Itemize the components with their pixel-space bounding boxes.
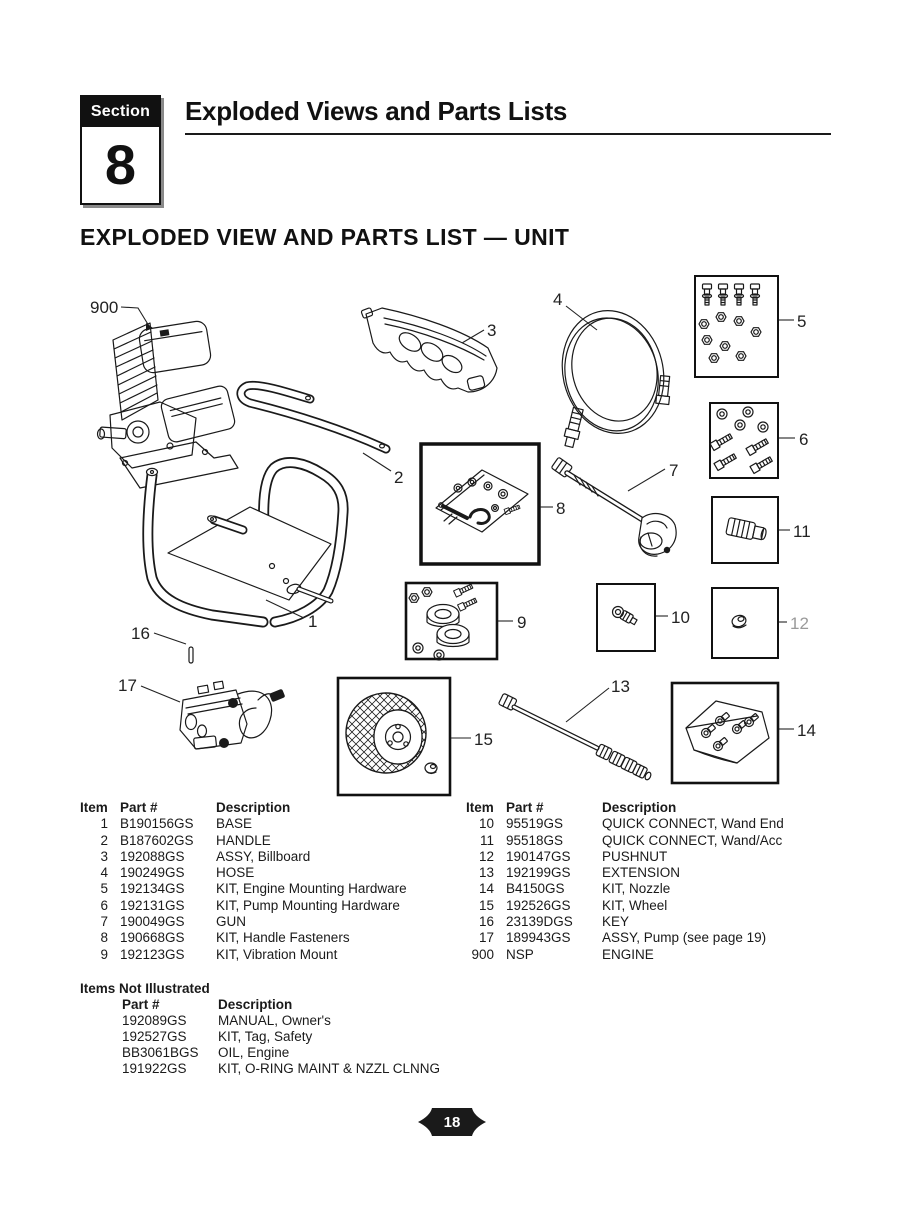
callout-label-17: 17 xyxy=(118,676,137,695)
col-header-part: Part # xyxy=(122,997,160,1012)
col-header-part: Part # xyxy=(120,800,158,815)
callout-label-6: 6 xyxy=(799,430,808,449)
quick-connect-wand-end-box: 10 xyxy=(596,583,690,652)
pushnut-box: 12 xyxy=(711,587,809,659)
kit-pump-mounting-box: 6 xyxy=(709,402,808,479)
chapter-title: Exploded Views and Parts Lists xyxy=(185,96,568,126)
callout-label-5: 5 xyxy=(797,312,806,331)
kit-vibration-mount-box: 9 xyxy=(404,581,526,661)
callout-label-10: 10 xyxy=(671,608,690,627)
parts-table-header: Item Part # Description xyxy=(80,800,455,816)
callout-label-4: 4 xyxy=(553,290,562,309)
engine-drawing xyxy=(96,320,239,489)
page-title: EXPLODED VIEW AND PARTS LIST — UNIT xyxy=(80,224,570,250)
section-box: Section 8 xyxy=(80,95,161,205)
billboard-drawing xyxy=(360,307,498,393)
kit-nozzle-box: 14 xyxy=(670,681,816,785)
callout-7: 7 xyxy=(627,461,678,492)
col-header-description: Description xyxy=(218,997,293,1012)
callout-label-12: 12 xyxy=(790,614,809,633)
callout-label-1: 1 xyxy=(308,612,317,631)
callout-label-9: 9 xyxy=(517,613,526,632)
gun-drawing xyxy=(551,457,677,557)
quick-connect-wand-acc-box: 11 xyxy=(711,496,811,564)
col-header-description: Description xyxy=(216,800,291,815)
title-rule xyxy=(185,133,831,135)
callout-label-2: 2 xyxy=(394,468,403,487)
callout-label-3: 3 xyxy=(487,321,496,340)
kit-engine-mounting-box: 5 xyxy=(694,275,806,378)
col-header-item: Item xyxy=(80,800,108,815)
parts-table-header: Item Part # Description xyxy=(466,800,856,816)
callout-4: 4 xyxy=(553,290,598,331)
callout-1: 1 xyxy=(265,599,317,631)
callout-900: 900 xyxy=(90,298,153,331)
callout-2: 2 xyxy=(362,452,403,487)
page-number: 18 xyxy=(444,1114,461,1131)
callout-label-15: 15 xyxy=(474,730,493,749)
items-not-illustrated-header: Part # Description xyxy=(122,997,440,1013)
callout-3: 3 xyxy=(461,321,496,344)
callout-label-16: 16 xyxy=(131,624,150,643)
section-number: 8 xyxy=(104,132,137,196)
callout-label-11: 11 xyxy=(793,522,811,541)
items-not-illustrated-title: Items Not Illustrated xyxy=(80,981,210,996)
col-header-description: Description xyxy=(602,800,677,815)
callout-label-900: 900 xyxy=(90,298,118,317)
items-not-illustrated: Items Not Illustrated Part # Description… xyxy=(80,981,440,1076)
col-header-item: Item xyxy=(466,800,494,815)
page-number-badge: 18 xyxy=(418,1108,486,1136)
pump-drawing: 17 xyxy=(118,676,285,750)
key-drawing: 16 xyxy=(131,624,194,664)
base-drawing xyxy=(142,457,349,628)
extension-drawing: 13 xyxy=(498,677,652,781)
callout-label-14: 14 xyxy=(797,721,816,740)
handle-drawing xyxy=(236,380,391,454)
callout-label-13: 13 xyxy=(611,677,630,696)
col-header-part: Part # xyxy=(506,800,544,815)
kit-wheel-box: 15 xyxy=(336,676,493,797)
hose-drawing xyxy=(561,310,671,449)
kit-handle-fasteners-box: 8 xyxy=(419,442,565,566)
callout-label-7: 7 xyxy=(669,461,678,480)
callout-label-8: 8 xyxy=(556,499,565,518)
section-label: Section xyxy=(82,97,159,127)
